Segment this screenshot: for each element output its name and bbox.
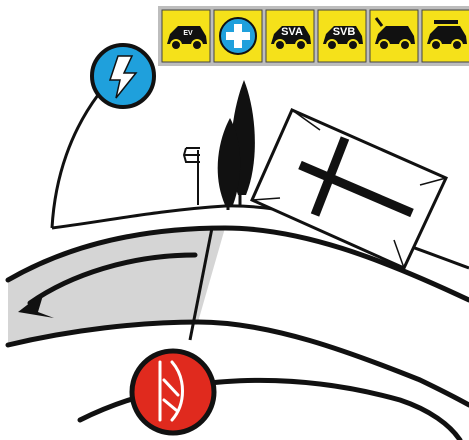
service-vehicle-b-icon[interactable]: SVB <box>318 10 366 62</box>
tow-truck-icon[interactable] <box>370 10 418 62</box>
tree-icon <box>218 80 255 210</box>
electric-hazard-marker <box>92 45 154 107</box>
vehicle-toolbar: EV SVA SVB <box>158 6 469 66</box>
road-edge-bottom <box>8 322 469 405</box>
vehicle-label: EV <box>183 30 193 37</box>
signpost-icon <box>184 148 200 205</box>
medical-cross-icon[interactable] <box>214 10 262 62</box>
vehicle-label: SVA <box>281 26 303 38</box>
service-vehicle-a-icon[interactable]: SVA <box>266 10 314 62</box>
electric-vehicle-car-icon[interactable]: EV <box>162 10 210 62</box>
vehicle-label: SVB <box>333 26 356 38</box>
cut-hazard-marker <box>132 351 214 433</box>
fire-truck-icon[interactable] <box>422 10 469 62</box>
cross-grave-icon <box>252 110 446 268</box>
